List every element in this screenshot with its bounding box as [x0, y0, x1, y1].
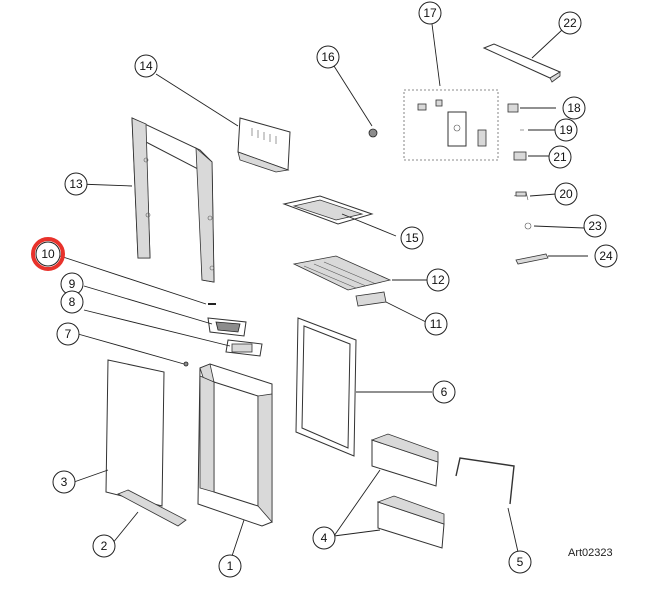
callout-17[interactable]: 17 — [418, 1, 442, 25]
part-2-trim — [117, 489, 187, 527]
callout-6[interactable]: 6 — [432, 380, 456, 404]
callout-12[interactable]: 12 — [426, 268, 450, 292]
callout-label: 3 — [61, 475, 68, 489]
part-20-bracket — [513, 191, 529, 201]
callout-label: 12 — [431, 273, 445, 287]
callout-label: 20 — [559, 187, 573, 201]
callout-label: 16 — [321, 50, 335, 64]
callout-label: 10 — [41, 247, 55, 261]
part-23-washer — [524, 222, 532, 230]
callout-label: 6 — [441, 385, 448, 399]
art-number: Art02323 — [568, 547, 613, 559]
callout-7[interactable]: 7 — [56, 322, 80, 346]
part-14-control-panel — [237, 117, 291, 173]
part-3-panel — [105, 359, 165, 507]
part-21-latch — [513, 151, 527, 161]
part-17-thermostat-group — [403, 89, 499, 161]
callout-10[interactable]: 10 — [31, 237, 65, 271]
callout-label: 8 — [69, 295, 76, 309]
callout-8[interactable]: 8 — [60, 290, 84, 314]
callout-label: 14 — [139, 59, 153, 73]
callout-22[interactable]: 22 — [558, 11, 582, 35]
callout-label: 7 — [65, 327, 72, 341]
part-24-rod — [515, 253, 549, 265]
callout-label: 2 — [101, 539, 108, 553]
callout-label: 18 — [567, 101, 581, 115]
callout-label: 9 — [69, 277, 76, 291]
part-8-hinge — [225, 339, 263, 357]
callout-label: 5 — [517, 555, 524, 569]
callout-label: 15 — [405, 231, 419, 245]
leader-lines — [59, 23, 588, 557]
callout-14[interactable]: 14 — [134, 54, 158, 78]
callout-11[interactable]: 11 — [424, 312, 448, 336]
part-22-strip — [482, 43, 562, 83]
part-6-gasket — [295, 317, 357, 457]
part-7-screw — [183, 361, 189, 367]
part-16-knob — [368, 128, 378, 138]
callout-label: 24 — [599, 249, 613, 263]
part-18-clip — [507, 103, 519, 113]
callout-label: 11 — [430, 317, 443, 331]
callout-20[interactable]: 20 — [554, 182, 578, 206]
callout-label: 1 — [227, 559, 234, 573]
part-1-door-frame — [197, 363, 273, 527]
callout-9[interactable]: 9 — [60, 272, 84, 296]
callout-18[interactable]: 18 — [562, 96, 586, 120]
callout-13[interactable]: 13 — [64, 172, 88, 196]
part-9-handle — [207, 317, 247, 337]
callout-label: 21 — [553, 150, 567, 164]
callout-label: 22 — [563, 16, 577, 30]
callout-10-highlight-ring — [31, 237, 65, 271]
callout-label: 19 — [559, 123, 573, 137]
part-13-frame — [131, 117, 215, 283]
callout-label: 13 — [69, 177, 83, 191]
callout-15[interactable]: 15 — [400, 226, 424, 250]
callout-16[interactable]: 16 — [316, 45, 340, 69]
callout-2[interactable]: 2 — [92, 534, 116, 558]
callout-label: 4 — [321, 531, 328, 545]
callout-21[interactable]: 21 — [548, 145, 572, 169]
callout-4[interactable]: 4 — [312, 526, 336, 550]
callout-19[interactable]: 19 — [554, 118, 578, 142]
callout-23[interactable]: 23 — [583, 214, 607, 238]
callout-1[interactable]: 1 — [218, 554, 242, 578]
callout-label: 23 — [588, 219, 602, 233]
part-4-bins — [370, 433, 445, 549]
callout-5[interactable]: 5 — [508, 550, 532, 574]
callout-label: 17 — [423, 6, 437, 20]
part-5-wire-rail — [455, 457, 515, 505]
part-15-tray — [282, 195, 374, 225]
callout-3[interactable]: 3 — [52, 470, 76, 494]
part-12-wire-shelf — [292, 255, 392, 291]
callout-24[interactable]: 24 — [594, 244, 618, 268]
part-11-bracket — [355, 291, 387, 307]
